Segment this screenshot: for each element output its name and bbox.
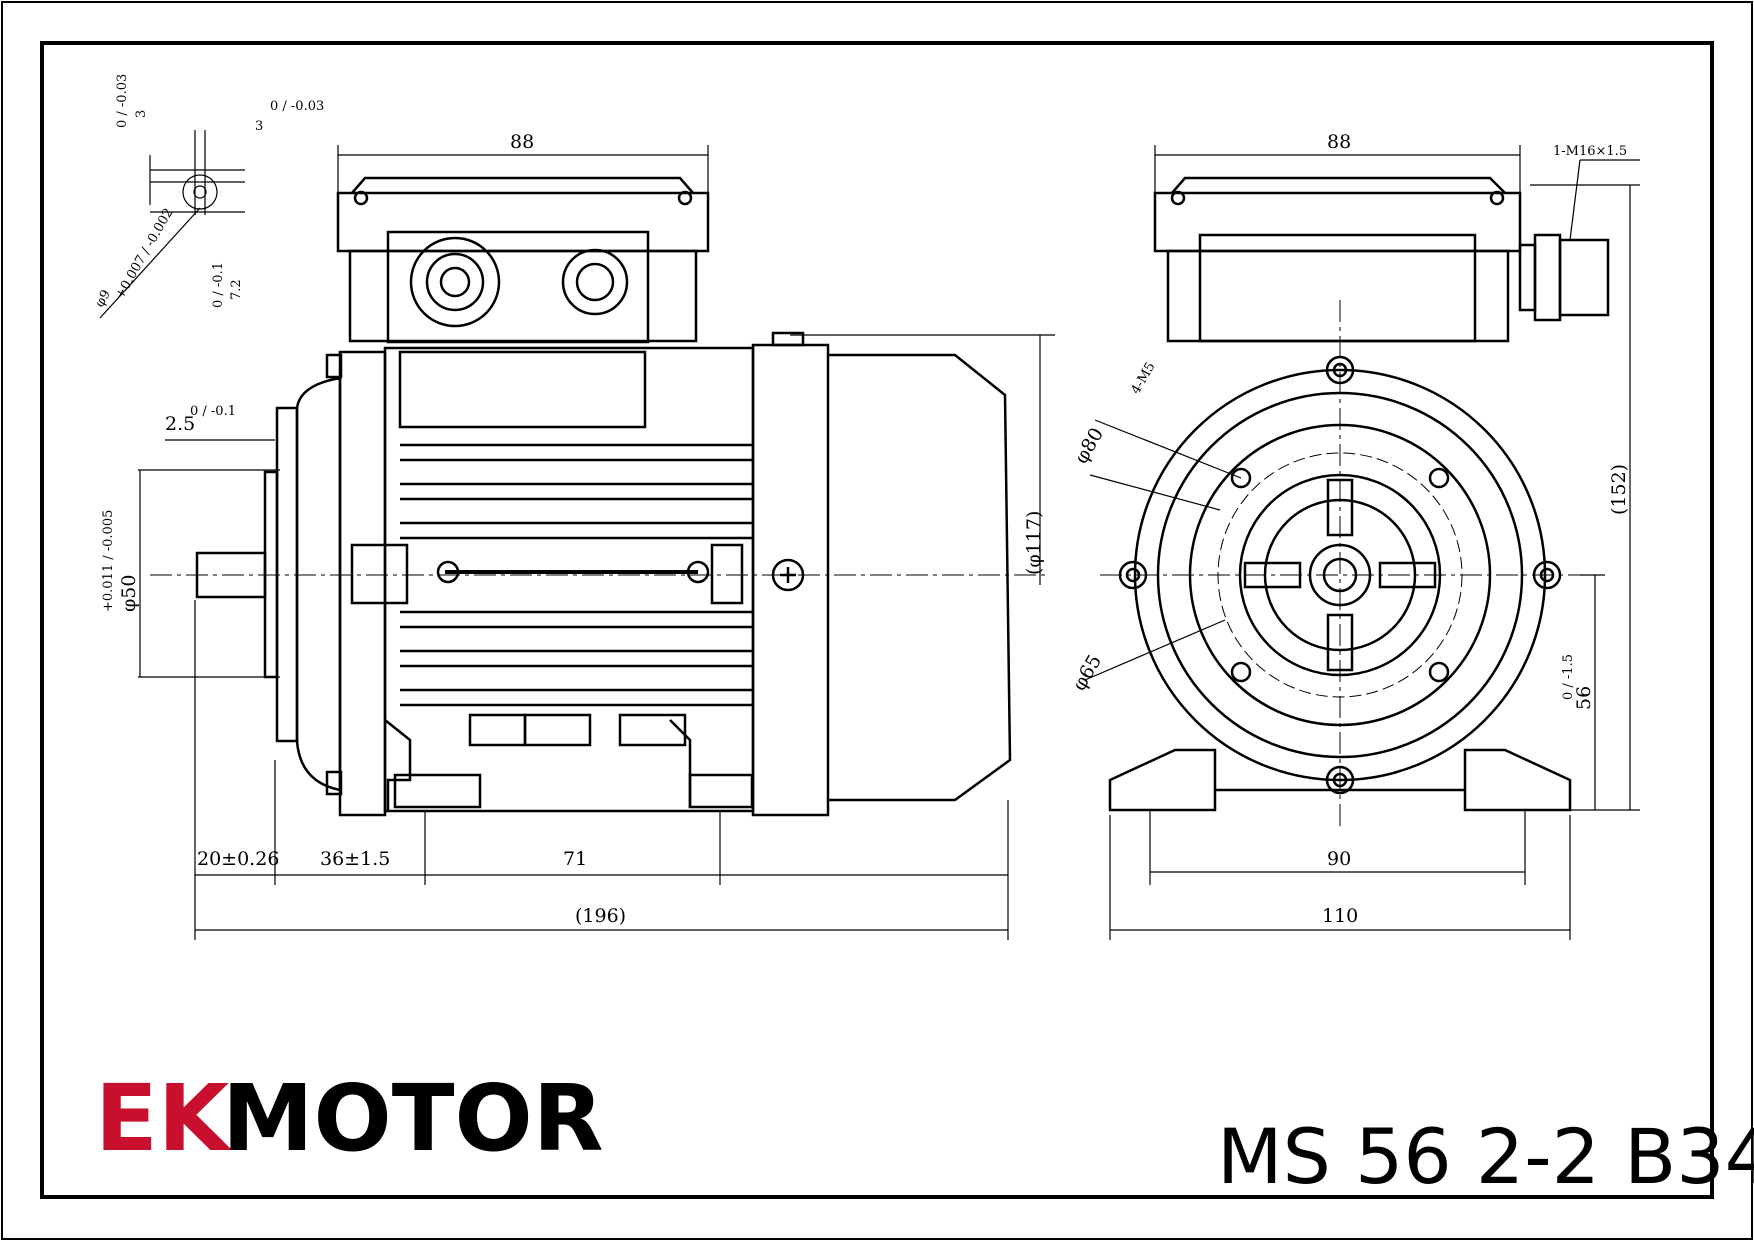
end-foot-spacing-label: 90 — [1327, 848, 1351, 870]
end-top-width-label: 88 — [1327, 131, 1351, 153]
stator-body — [350, 346, 755, 813]
sheet-inner-border — [40, 41, 1714, 1199]
end-dimension-lines — [1084, 145, 1640, 940]
shoulder-to-foot-label: 36±1.5 — [320, 848, 390, 870]
side-top-width-label: 88 — [510, 131, 534, 153]
shaft-height-label: 56 — [1573, 686, 1595, 710]
model-title: MS 56 2-2 B34 — [1217, 1112, 1754, 1201]
brand-name: MOTOR — [222, 1065, 604, 1172]
base-width-label: 110 — [1322, 905, 1358, 927]
brand-logo-mark: EK — [95, 1065, 233, 1172]
overall-height-label: (152) — [1608, 464, 1630, 515]
fan-cover — [751, 331, 1012, 817]
brand-logo: EK MOTOR — [95, 1065, 604, 1172]
key-height-label: 7.2 — [229, 279, 244, 300]
end-view — [1100, 176, 1610, 830]
key-width-label: 3 — [255, 119, 263, 134]
side-foot-spacing-label: 71 — [563, 848, 587, 870]
key-height-tol: 0 / -0.1 — [211, 262, 226, 308]
shaft-diameter-tol: +0.007 / -0.002 — [112, 206, 176, 302]
key-depth-label: 3 — [134, 110, 149, 118]
cable-gland-label: 1-M16×1.5 — [1553, 144, 1627, 159]
body-diameter-label: (φ117) — [1023, 511, 1045, 575]
side-feet — [384, 713, 754, 810]
side-view — [150, 176, 1045, 817]
spigot-diameter-label: φ50 — [118, 575, 140, 612]
flange-holes-label: 4-M5 — [1128, 360, 1158, 397]
overall-length-label: (196) — [575, 905, 626, 927]
side-dimension-lines — [99, 130, 1055, 940]
end-feet — [1108, 748, 1572, 812]
shaft-height-tol: 0 / -1.5 — [1561, 654, 1576, 700]
housing-outer — [1133, 368, 1547, 782]
key-depth-tol: 0 / -0.03 — [115, 74, 130, 128]
end-terminal-box — [1153, 176, 1610, 343]
flange-step-tol: 0 / -0.1 — [190, 404, 236, 419]
spigot-diameter-tol: +0.011 / -0.005 — [101, 510, 116, 612]
terminal-box — [336, 176, 710, 344]
pcd-outer-label: φ80 — [1070, 424, 1108, 467]
key-width-tol: 0 / -0.03 — [270, 99, 324, 114]
flange-step-label: 2.5 — [165, 413, 195, 435]
shaft-length-label: 20±0.26 — [197, 848, 279, 870]
